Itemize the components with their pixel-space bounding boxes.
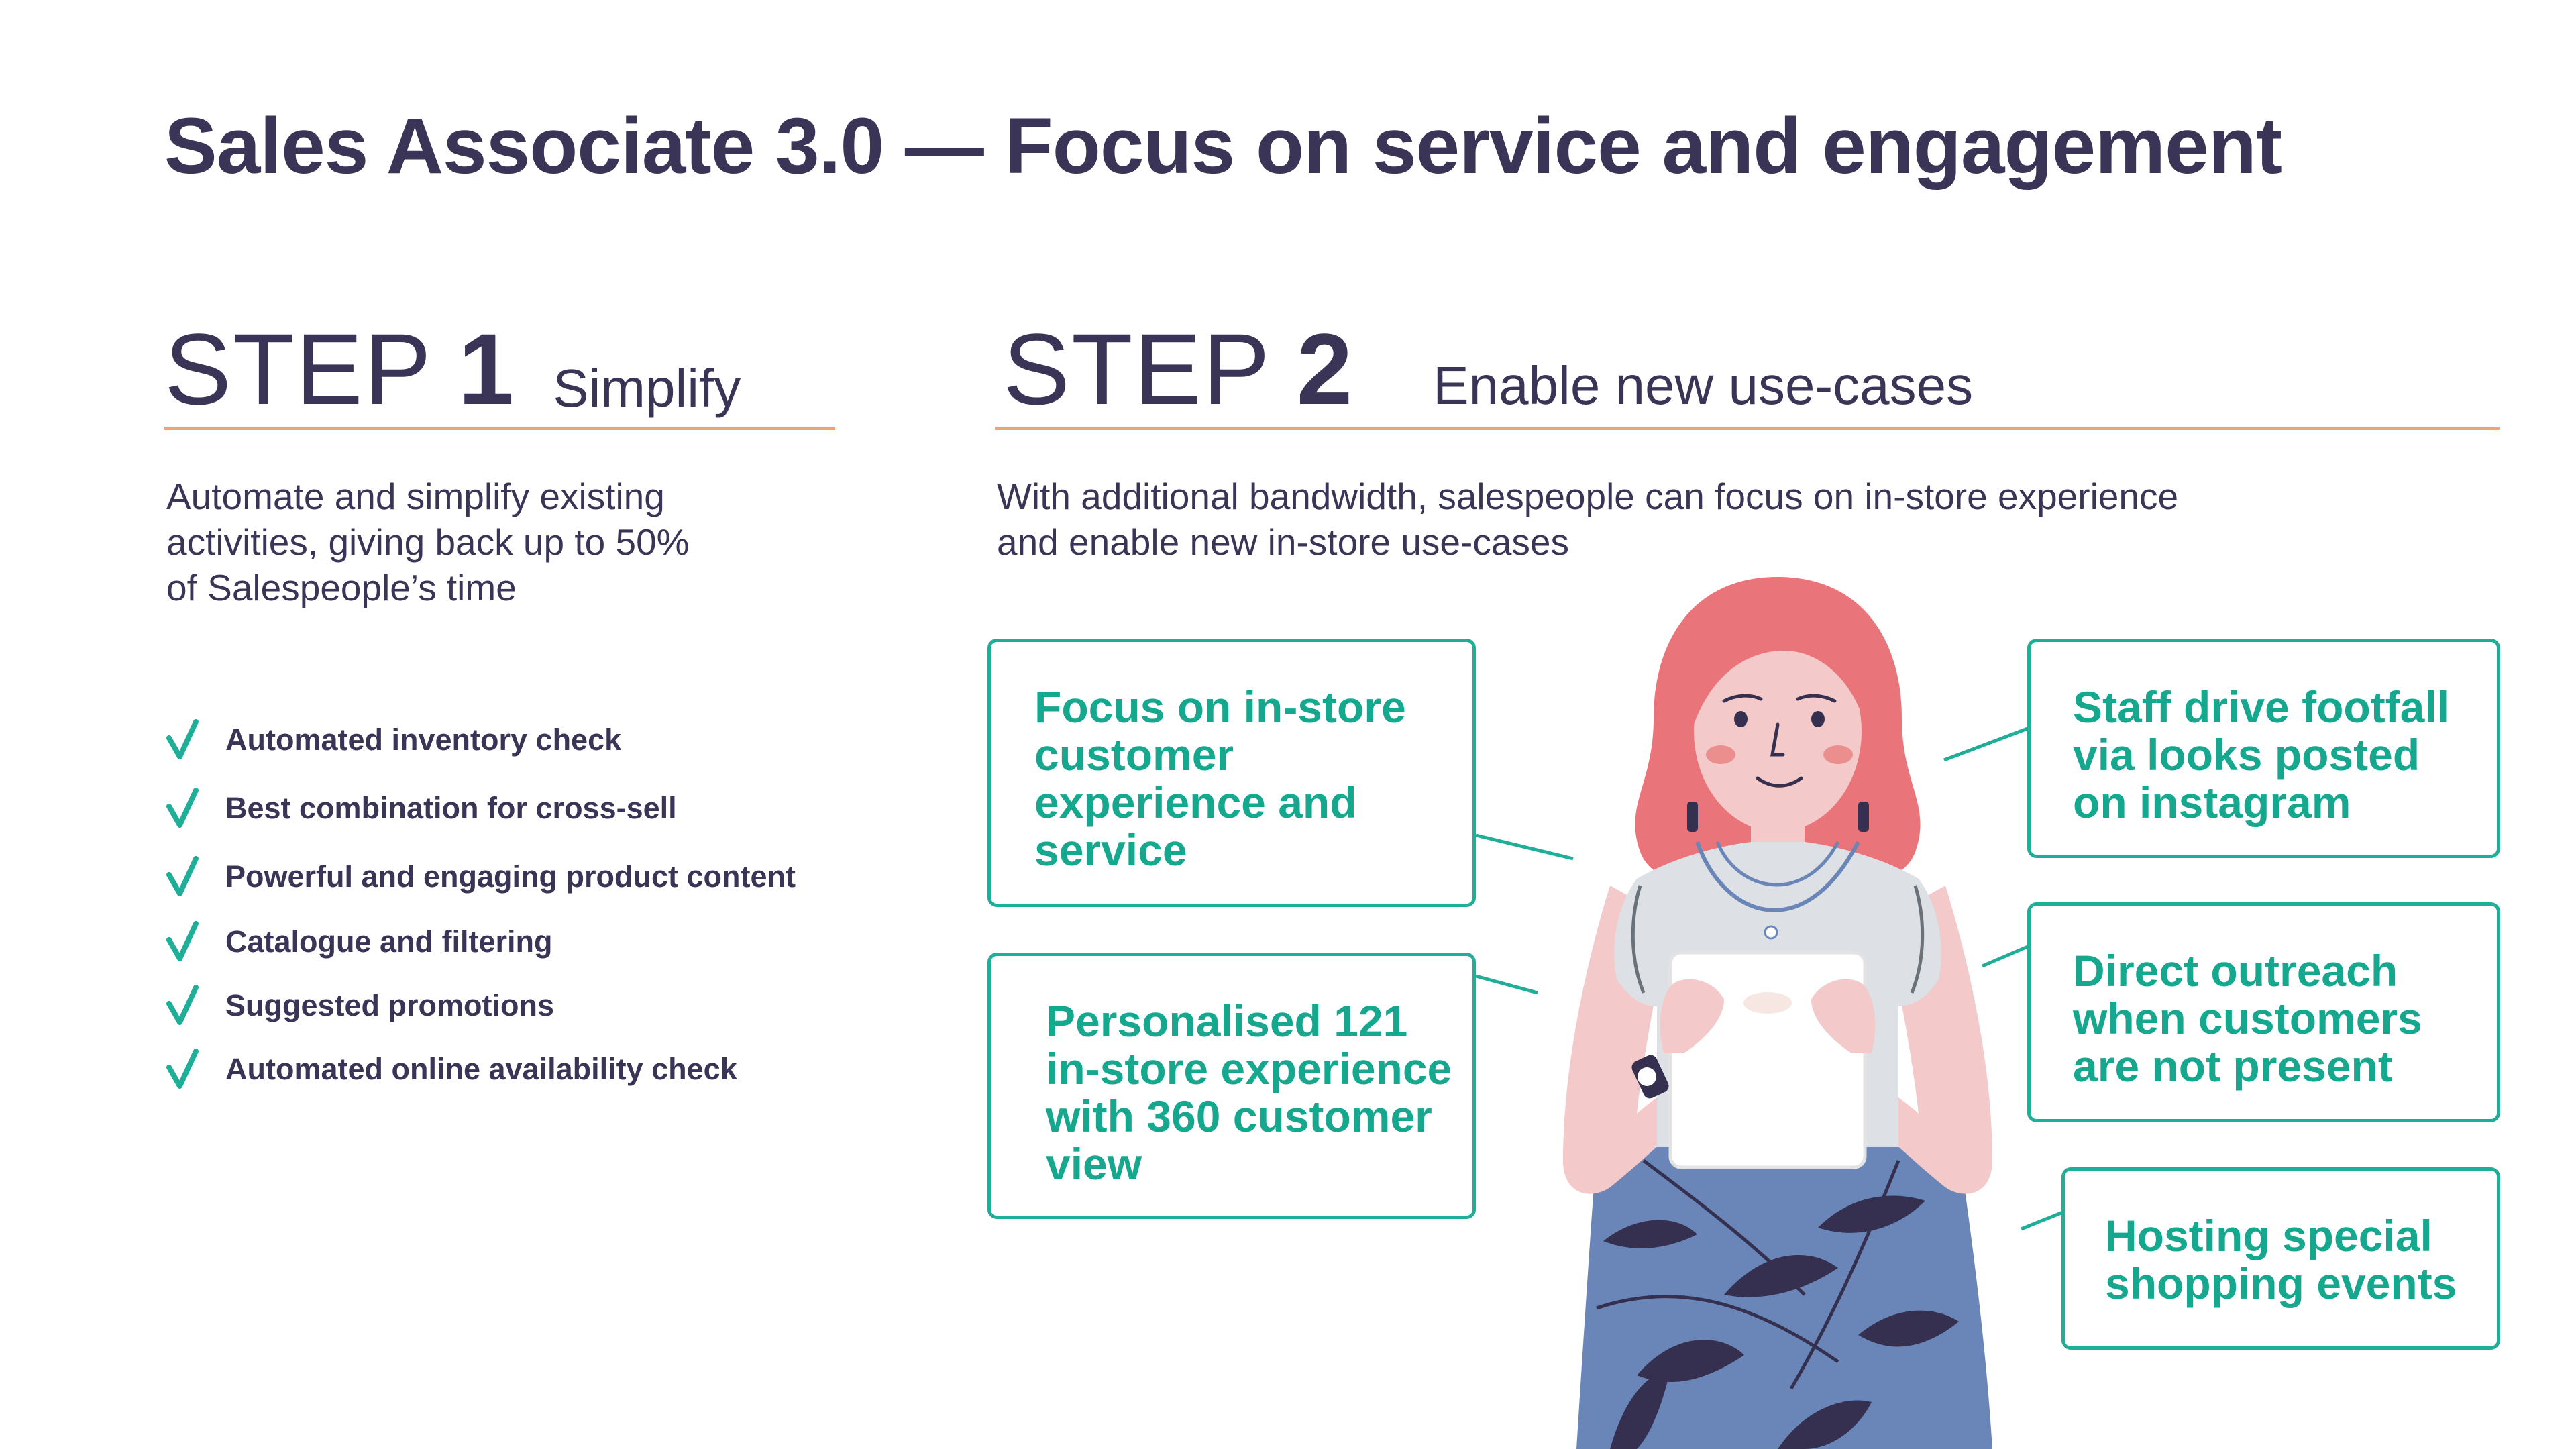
use-case-text-line: service (1034, 825, 1187, 875)
use-case-text-line: Staff drive footfall (2073, 682, 2450, 732)
use-case-box-footfall: Staff drive footfall via looks posted on… (2027, 639, 2500, 858)
use-case-text-line: in-store experience (1046, 1044, 1452, 1093)
step1-checklist: Automated inventory check Best combinati… (166, 716, 796, 1093)
use-case-text-line: view (1046, 1139, 1142, 1189)
checklist-item-label: Powerful and engaging product content (225, 859, 796, 894)
checklist-item: Suggested promotions (166, 982, 796, 1029)
step1-header: STEP 1 Simplify (164, 319, 741, 419)
use-case-text-line: Hosting special (2105, 1211, 2432, 1260)
step2-description-line: and enable new in-store use-cases (997, 521, 1570, 563)
step1-word: STEP (164, 313, 433, 425)
step2-word: STEP (1003, 313, 1271, 425)
use-case-box-events: Hosting special shopping events (2061, 1167, 2500, 1350)
step2-number: 2 (1296, 313, 1353, 425)
step2-header: STEP 2 Enable new use-cases (1003, 319, 1973, 419)
page-title: Sales Associate 3.0 — Focus on service a… (164, 102, 2282, 191)
use-case-text: Focus on in-store customer experience an… (991, 642, 1472, 874)
step2-divider (995, 427, 2500, 430)
connector-line (2021, 1210, 2063, 1231)
connector-line (1982, 944, 2030, 968)
use-case-text-line: shopping events (2105, 1258, 2457, 1308)
use-case-text: Hosting special shopping events (2065, 1171, 2497, 1307)
use-case-text-line: Personalised 121 (1046, 996, 1408, 1046)
use-case-text-line: when customers (2073, 994, 2422, 1043)
use-case-text: Personalised 121 in-store experience wit… (991, 956, 1472, 1188)
use-case-text-line: are not present (2073, 1041, 2393, 1091)
checklist-item: Best combination for cross-sell (166, 785, 796, 832)
check-icon (166, 921, 199, 961)
step2-subtitle: Enable new use-cases (1433, 356, 1974, 415)
use-case-text-line: via looks posted (2073, 730, 2420, 780)
check-icon (166, 856, 199, 896)
use-case-box-outreach: Direct outreach when customers are not p… (2027, 902, 2500, 1122)
checklist-item: Catalogue and filtering (166, 918, 796, 965)
checklist-item: Automated online availability check (166, 1046, 796, 1093)
step2-description-line: With additional bandwidth, salespeople c… (997, 476, 2179, 517)
checklist-item-label: Catalogue and filtering (225, 924, 553, 959)
checklist-item: Powerful and engaging product content (166, 853, 796, 900)
checklist-item-label: Automated online availability check (225, 1052, 737, 1086)
step1-number: 1 (458, 313, 515, 425)
use-case-box-focus: Focus on in-store customer experience an… (987, 639, 1476, 907)
checklist-item-label: Best combination for cross-sell (225, 791, 677, 825)
step1-divider (164, 427, 835, 430)
use-case-text-line: experience and (1034, 777, 1357, 827)
use-case-text-line: with 360 customer (1046, 1091, 1432, 1141)
check-icon (166, 985, 199, 1025)
connector-line (1475, 974, 1538, 995)
use-case-text: Staff drive footfall via looks posted on… (2031, 642, 2497, 826)
connector-line (1475, 833, 1574, 861)
checklist-item-label: Automated inventory check (225, 722, 622, 757)
check-icon (166, 788, 199, 828)
woman-with-tablet-illustration (1563, 577, 1992, 1449)
use-case-text-line: Focus on in-store (1034, 682, 1406, 732)
checklist-item-label: Suggested promotions (225, 988, 555, 1022)
step2-description: With additional bandwidth, salespeople c… (997, 474, 2473, 565)
check-icon (166, 1049, 199, 1089)
use-case-text-line: customer (1034, 730, 1234, 780)
step1-description-line: of Salespeople’s time (166, 567, 517, 608)
use-case-text-line: on instagram (2073, 777, 2351, 827)
step1-subtitle: Simplify (553, 358, 741, 418)
use-case-text: Direct outreach when customers are not p… (2031, 906, 2497, 1090)
connector-line (1943, 726, 2030, 762)
step1-description-line: Automate and simplify existing (166, 476, 665, 517)
use-case-text-line: Direct outreach (2073, 946, 2398, 996)
step1-description: Automate and simplify existing activitie… (166, 474, 837, 610)
use-case-box-personalised: Personalised 121 in-store experience wit… (987, 953, 1476, 1219)
check-icon (166, 719, 199, 759)
step1-description-line: activities, giving back up to 50% (166, 521, 690, 563)
checklist-item: Automated inventory check (166, 716, 796, 763)
